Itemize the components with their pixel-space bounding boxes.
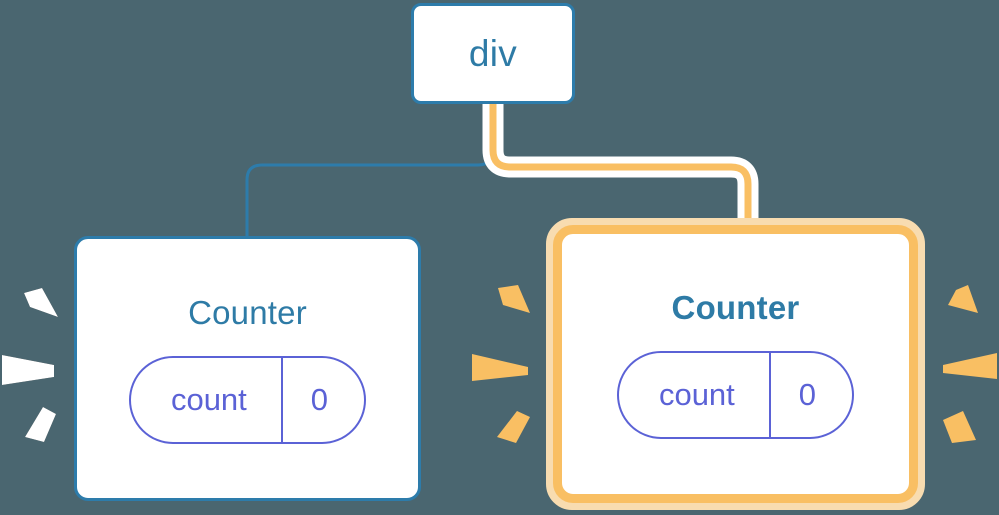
state-value-label: 0	[280, 357, 364, 442]
sparkle-ray-icon	[943, 411, 976, 443]
node-div[interactable]: div	[411, 3, 575, 104]
state-name-label: count	[170, 381, 247, 417]
sparkle-group-right-counter-left	[472, 285, 530, 443]
sparkle-ray-icon	[472, 354, 528, 381]
sparkle-ray-icon	[497, 411, 530, 443]
sparkle-ray-icon	[943, 353, 997, 379]
state-pill-right: count 0	[616, 351, 855, 439]
sparkle-ray-icon	[948, 285, 978, 313]
node-div-label: div	[468, 32, 518, 74]
node-counter-left-label: Counter	[188, 293, 307, 331]
node-counter-right-label: Counter	[671, 289, 800, 326]
node-counter-right[interactable]: Counter count 0	[553, 225, 918, 503]
edge-root-to-counter-right	[489, 104, 752, 232]
sparkle-ray-icon	[498, 285, 530, 313]
node-counter-right-highlight: Counter count 0	[546, 218, 925, 510]
state-pill-left: count 0	[128, 355, 367, 444]
state-name-label: count	[658, 377, 735, 412]
state-value-label: 0	[768, 353, 852, 437]
node-counter-left[interactable]: Counter count 0	[74, 236, 421, 501]
sparkle-group-right-counter-right	[943, 285, 997, 443]
